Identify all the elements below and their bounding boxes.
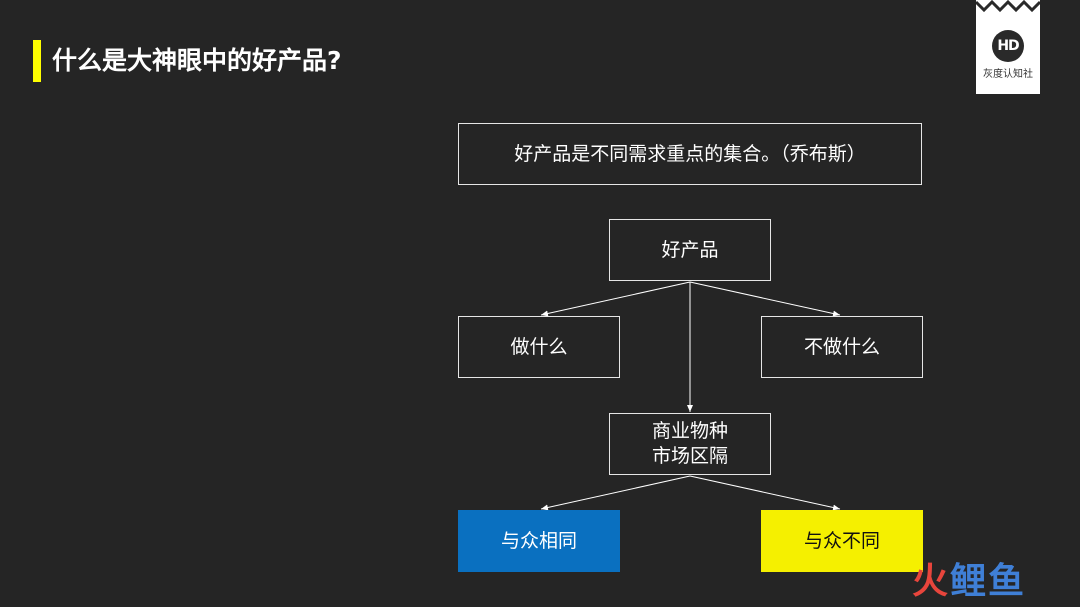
quote-box: 好产品是不同需求重点的集合。（乔布斯）: [458, 123, 922, 185]
arrow-root-to-notdo: [689, 281, 841, 317]
species-node: 商业物种 市场区隔: [609, 413, 771, 475]
logo-name: 灰度认知社: [983, 69, 1033, 80]
species-node-line2: 市场区隔: [651, 445, 728, 467]
different-from-others-node: 与众不同: [761, 510, 923, 572]
different-from-others-label: 与众不同: [803, 529, 880, 552]
title-accent-bar: [33, 40, 41, 82]
brand-logo: HD 灰度认知社: [976, 0, 1040, 94]
root-node-label: 好产品: [661, 238, 719, 261]
do-node-label: 做什么: [510, 335, 568, 358]
arrow-species-to-diff: [689, 475, 841, 511]
root-node: 好产品: [609, 219, 771, 281]
not-do-node: 不做什么: [761, 316, 923, 378]
arrow-root-to-do: [540, 281, 691, 317]
quote-text: 好产品是不同需求重点的集合。（乔布斯）: [514, 142, 866, 165]
do-node: 做什么: [458, 316, 620, 378]
logo-mark-icon: HD: [992, 30, 1024, 62]
slide-title: 什么是大神眼中的好产品?: [52, 46, 342, 75]
same-as-others-node: 与众相同: [458, 510, 620, 572]
species-node-line1: 商业物种: [651, 420, 728, 442]
watermark-part1: 火: [912, 561, 951, 602]
arrow-species-to-same: [540, 475, 691, 511]
not-do-node-label: 不做什么: [803, 335, 880, 358]
same-as-others-label: 与众相同: [500, 529, 577, 552]
watermark-logo: 火鲤鱼: [912, 562, 1026, 602]
logo-zigzag-icon: [976, 0, 1040, 13]
watermark-part2: 鲤鱼: [950, 561, 1027, 602]
logo-mark-text: HD: [997, 38, 1019, 54]
